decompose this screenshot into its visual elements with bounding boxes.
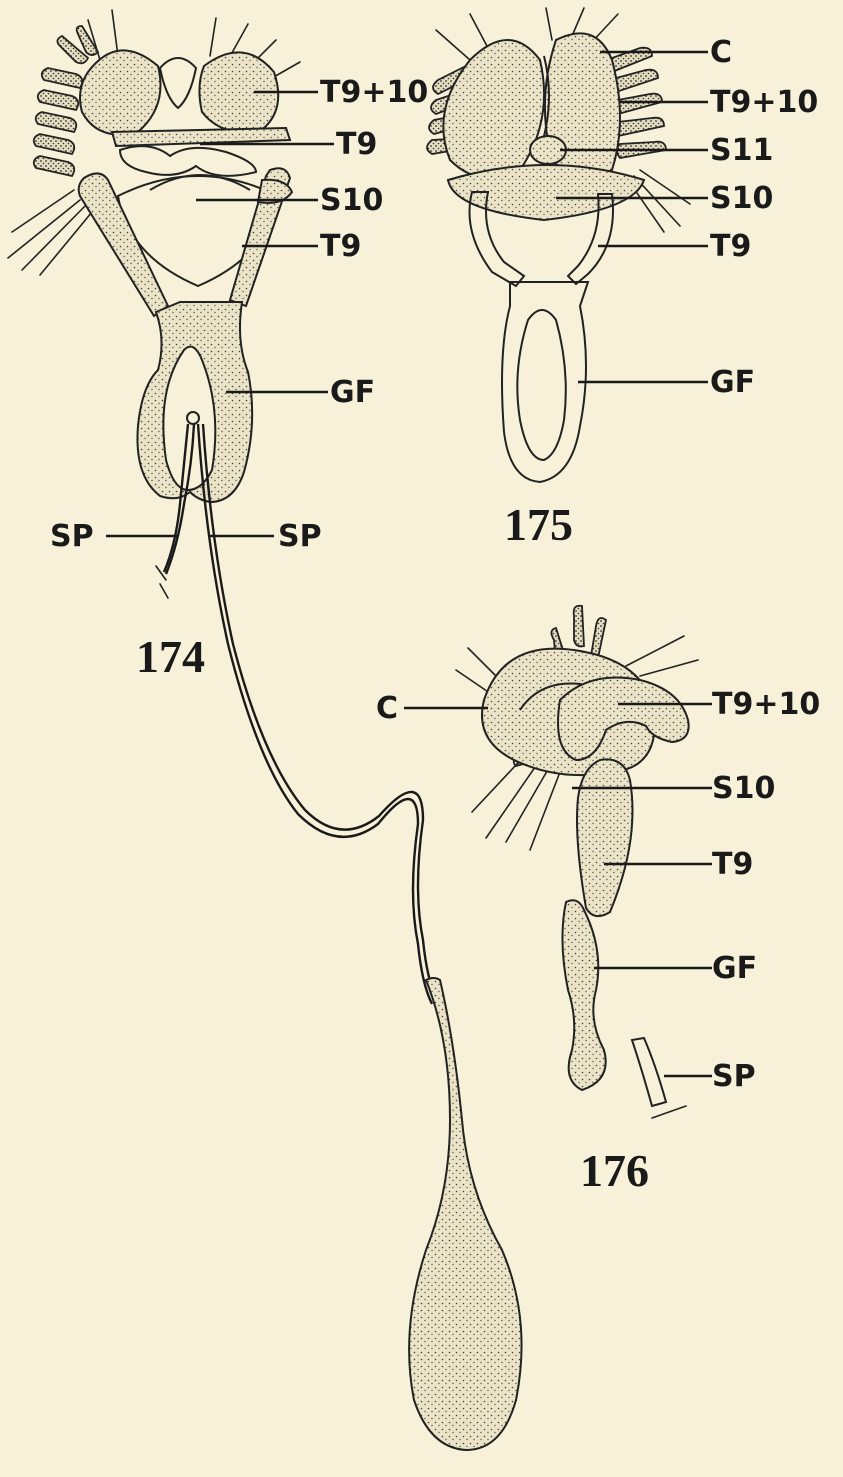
label-176-t9: T9: [712, 847, 753, 882]
label-174-t9-a: T9: [336, 127, 377, 162]
figure-number-176: 176: [580, 1145, 649, 1196]
figure-176-t9: [577, 759, 633, 916]
label-176-gf: GF: [712, 951, 757, 986]
figure-174-spermatheca: [409, 978, 521, 1450]
label-175-c: C: [710, 35, 732, 70]
label-175-t9: T9: [710, 229, 751, 264]
label-174-sp-right: SP: [278, 519, 322, 554]
figure-175-genital-fork: [502, 282, 588, 482]
label-176-sp: SP: [712, 1059, 756, 1094]
figure-174-t9-left-rod: [79, 173, 168, 316]
label-176-s10: S10: [712, 771, 775, 806]
figure-174: [8, 10, 522, 1450]
label-174-t9-b: T9: [320, 229, 361, 264]
label-174-t9-10-a: T9+10: [320, 75, 428, 110]
label-176-c: C: [376, 691, 398, 726]
figure-176-spermathecal-duct: [632, 1038, 666, 1106]
figure-number-174: 174: [136, 631, 205, 682]
label-175-s11: S11: [710, 133, 773, 168]
label-174-s10: S10: [320, 183, 383, 218]
figure-175-cercus-left: [443, 40, 544, 178]
leader-lines: [106, 52, 712, 1076]
figure-176: [456, 606, 698, 1118]
label-176-t9-10: T9+10: [712, 687, 820, 722]
label-174-gf: GF: [330, 375, 375, 410]
figure-number-175: 175: [504, 499, 573, 550]
label-175-s10: S10: [710, 181, 773, 216]
figure-174-genital-fork: [137, 302, 252, 502]
label-175-t9-10: T9+10: [710, 85, 818, 120]
label-174-sp-left: SP: [50, 519, 94, 554]
figure-176-genital-fork: [562, 900, 605, 1090]
figure-174-t9-10-left-lobe: [80, 50, 161, 134]
label-175-gf: GF: [710, 365, 755, 400]
